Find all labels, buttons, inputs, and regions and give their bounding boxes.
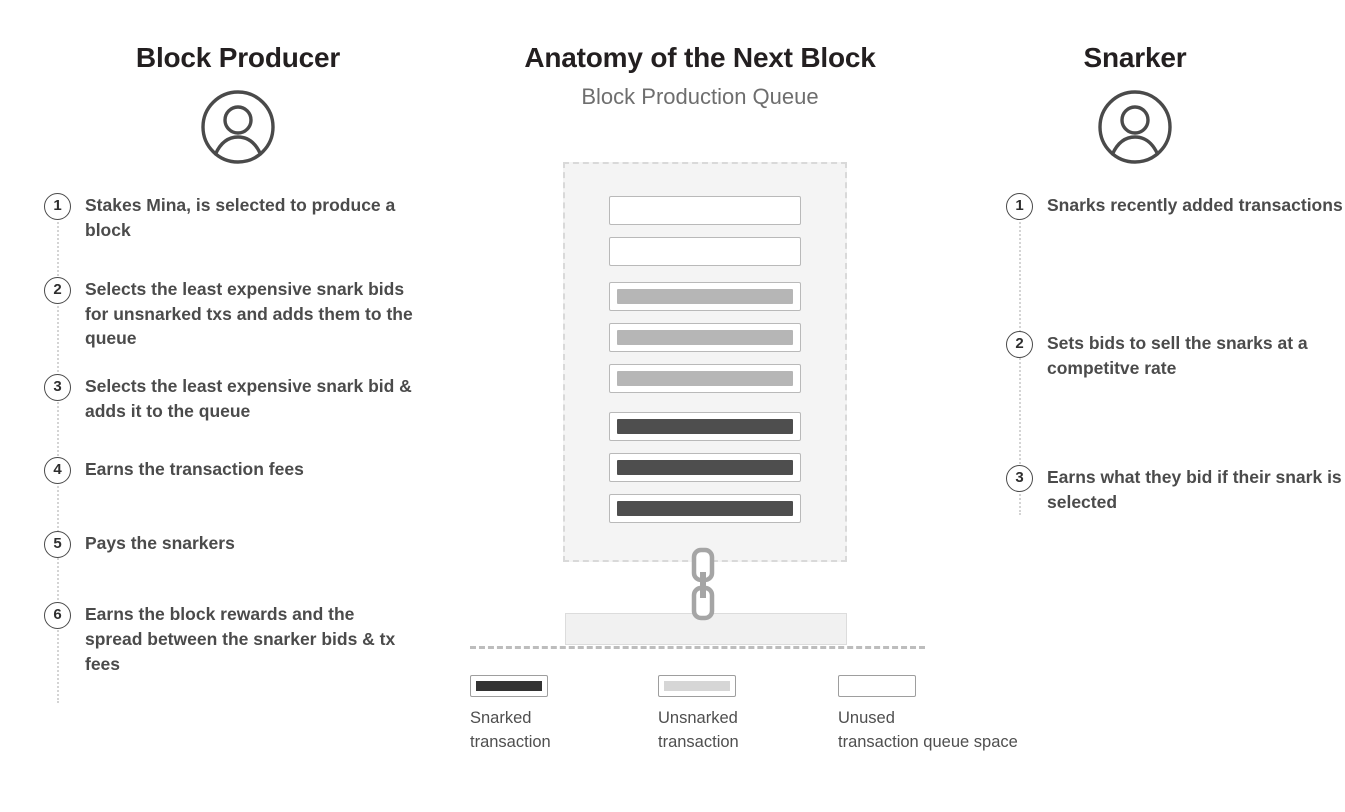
person-avatar-icon (1000, 88, 1270, 171)
step-number: 1 (44, 193, 71, 220)
legend-swatch-fill (664, 681, 730, 691)
step-number: 3 (44, 374, 71, 402)
queue-row-fill (617, 330, 793, 345)
step-text: Earns the block rewards and the spread b… (85, 603, 396, 674)
list-item: 4 Earns the transaction fees (44, 456, 448, 484)
list-item: 3 Earns what they bid if their snark is … (1006, 464, 1345, 515)
list-item: 6 Earns the block rewards and the spread… (44, 601, 448, 677)
center-header: Anatomy of the Next Block Block Producti… (460, 42, 940, 110)
list-item: 1 Snarks recently added transactions (1006, 193, 1345, 220)
legend-label: Unused transaction queue space (838, 709, 1018, 751)
queue-row-fill (617, 371, 793, 386)
block-producer-steps: 1 Stakes Mina, is selected to produce a … (28, 193, 448, 703)
chain-link-icon (686, 546, 720, 629)
queue-row-fill (617, 460, 793, 475)
legend-swatch-unsnarked (658, 675, 736, 697)
list-item: 1 Stakes Mina, is selected to produce a … (44, 193, 448, 243)
chain-separator-line (470, 646, 925, 649)
step-text: Pays the snarkers (85, 532, 235, 553)
legend-label: Unsnarked transaction (658, 709, 739, 751)
center-subtitle: Block Production Queue (581, 84, 819, 109)
list-item: 3 Selects the least expensive snark bid … (44, 374, 448, 424)
queue-row-unsnarked (609, 364, 801, 393)
legend-swatch-snarked (470, 675, 548, 697)
step-text: Earns the transaction fees (85, 458, 304, 479)
legend-item-unsnarked: Unsnarked transaction (658, 675, 828, 755)
list-item: 2 Sets bids to sell the snarks at a comp… (1006, 331, 1345, 381)
step-number: 3 (1006, 464, 1033, 492)
queue-row-unused (609, 196, 801, 225)
list-item: 5 Pays the snarkers (44, 530, 448, 558)
step-text: Selects the least expensive snark bid & … (85, 376, 412, 422)
page-title-block-producer: Block Producer (135, 42, 341, 73)
step-text: Selects the least expensive snark bids f… (85, 278, 413, 349)
queue-row-snarked (609, 494, 801, 523)
block-producer-header: Block Producer (28, 42, 448, 171)
step-text: Snarks recently added transactions (1047, 195, 1343, 215)
queue-row-fill (617, 289, 793, 304)
queue-row-fill (617, 501, 793, 516)
step-number: 4 (44, 456, 71, 484)
block-producer-column: Block Producer 1 Stakes Mina, is selecte… (28, 42, 448, 703)
legend-label: Snarked transaction (470, 709, 551, 751)
legend-item-unused: Unused transaction queue space (838, 675, 1098, 755)
person-avatar-icon (28, 88, 448, 171)
legend-item-snarked: Snarked transaction (470, 675, 630, 755)
queue-row-unsnarked (609, 282, 801, 311)
queue-row-snarked (609, 453, 801, 482)
step-text: Stakes Mina, is selected to produce a bl… (85, 195, 396, 240)
queue-row-fill (617, 419, 793, 434)
step-number: 1 (1006, 193, 1033, 220)
anatomy-center-column: Anatomy of the Next Block Block Producti… (460, 42, 940, 110)
step-number: 2 (1006, 331, 1033, 358)
snarker-column: Snarker 1 Snarks recently added transact… (1000, 42, 1345, 515)
step-text: Sets bids to sell the snarks at a compet… (1047, 333, 1308, 378)
page-title-snarker: Snarker (1083, 42, 1187, 73)
page-title-anatomy: Anatomy of the Next Block (524, 42, 876, 73)
step-number: 2 (44, 276, 71, 304)
queue-row-snarked (609, 412, 801, 441)
queue-row-unsnarked (609, 323, 801, 352)
snarker-steps: 1 Snarks recently added transactions 2 S… (1000, 193, 1345, 515)
step-number: 5 (44, 530, 71, 558)
list-item: 2 Selects the least expensive snark bids… (44, 276, 448, 352)
legend-swatch-unused (838, 675, 916, 697)
snarker-header: Snarker (1000, 42, 1270, 171)
legend-swatch-fill (476, 681, 542, 691)
queue-row-unused (609, 237, 801, 266)
step-text: Earns what they bid if their snark is se… (1047, 466, 1342, 512)
step-number: 6 (44, 601, 71, 629)
step-connector-line (1019, 215, 1021, 515)
